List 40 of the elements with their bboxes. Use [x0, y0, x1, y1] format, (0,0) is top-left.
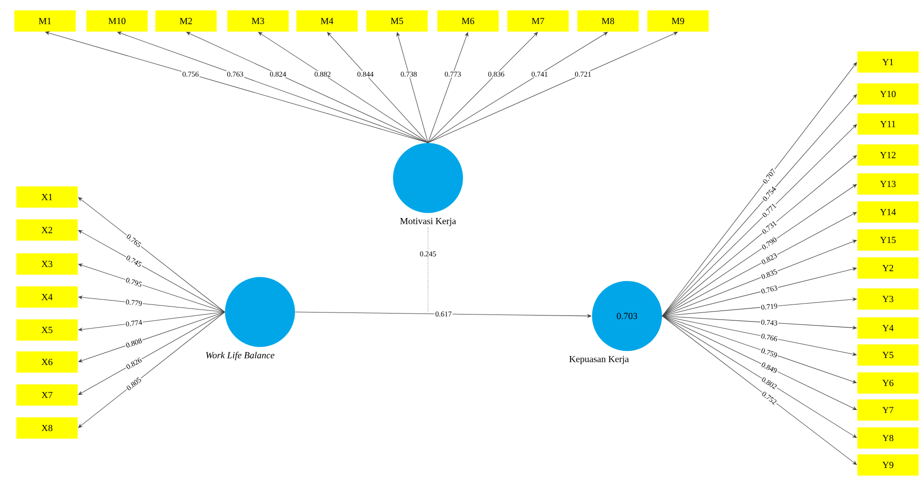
arrow [45, 31, 428, 143]
indicator-box: Y14 [857, 201, 919, 223]
indicator-box: Y10 [857, 83, 919, 105]
construct-name: Work Life Balance [206, 352, 274, 360]
indicator-box: X5 [16, 319, 78, 341]
indicator-box: M9 [647, 10, 709, 32]
indicator-box: Y6 [857, 372, 919, 394]
indicator-box: M7 [507, 10, 569, 32]
arrow [428, 32, 678, 143]
indicator-box: M3 [227, 10, 289, 32]
indicator-box: M5 [366, 10, 428, 32]
indicator-box: Y8 [857, 427, 919, 449]
indicator-box: Y12 [857, 144, 919, 166]
indicator-box: M2 [155, 10, 217, 32]
indicator-box: M4 [296, 10, 358, 32]
indicator-box: Y9 [857, 454, 919, 476]
arrow [117, 32, 428, 143]
indicator-box: M6 [437, 10, 499, 32]
construct-name: Motivasi Kerja [400, 218, 456, 226]
indicator-box: Y5 [857, 344, 919, 366]
indicator-box: M1 [14, 10, 76, 32]
indicator-box: Y4 [857, 317, 919, 339]
indicator-box: Y7 [857, 399, 919, 421]
indicator-box: Y1 [857, 51, 919, 73]
indicator-box: X6 [16, 351, 78, 373]
indicator-box: M10 [86, 10, 148, 32]
indicator-box: Y15 [857, 229, 919, 251]
construct-name: Kepuasan Kerja [569, 356, 629, 364]
indicator-box: X1 [16, 186, 78, 208]
indicator-box: Y11 [857, 113, 919, 135]
arrow [186, 32, 428, 143]
indicator-box: X4 [16, 286, 78, 308]
indicator-box: Y3 [857, 288, 919, 310]
indicator-box: X3 [16, 253, 78, 275]
indicator-box: X2 [16, 219, 78, 241]
indicator-box: X8 [16, 417, 78, 439]
indicator-box: Y13 [857, 173, 919, 195]
indicator-box: M8 [577, 10, 639, 32]
indicator-box: Y2 [857, 257, 919, 279]
indicator-box: X7 [16, 384, 78, 406]
